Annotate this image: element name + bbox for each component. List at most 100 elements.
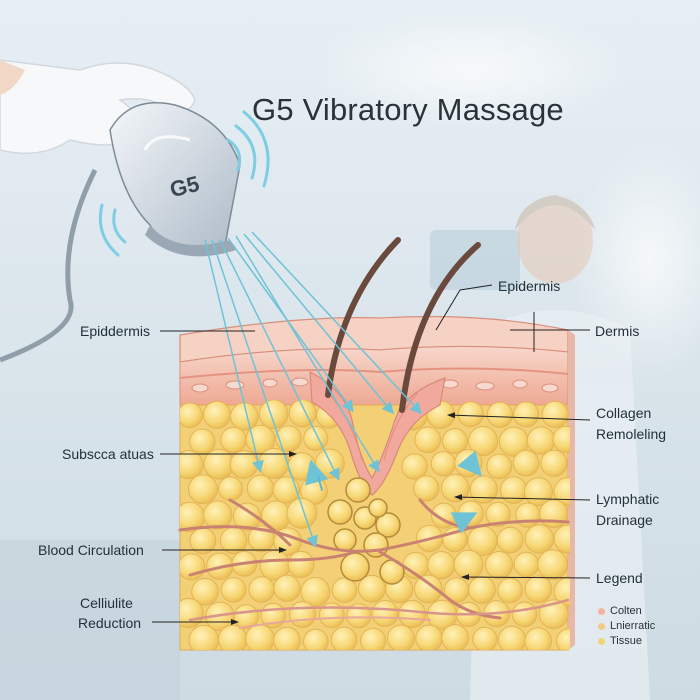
fat-cell [248, 576, 275, 603]
fat-cell [511, 601, 538, 628]
legend-item: Lnierratic [598, 620, 655, 632]
fat-cell [180, 402, 203, 428]
legend-text: Tissue [610, 635, 642, 647]
fat-cell [398, 600, 427, 628]
fat-cell [512, 449, 540, 477]
label-blood-circulation: Blood Circulation [38, 542, 144, 558]
leader-epidermis-top [459, 284, 493, 291]
dermis-layer [179, 345, 569, 406]
fat-cell [539, 499, 569, 529]
fat-cell [453, 549, 484, 580]
label-cellulite-line2: Reduction [78, 615, 142, 631]
fat-cell [497, 577, 523, 604]
background-blur-light [310, 10, 630, 130]
fat-cell [486, 401, 514, 428]
fat-cell [553, 576, 570, 607]
fat-cell [496, 526, 524, 554]
fat-cell [387, 624, 415, 650]
fat-cell [286, 497, 318, 529]
fat-cell [497, 625, 527, 650]
fat-cell [442, 428, 468, 454]
label-subcutaneous: Subscca atuas [62, 446, 154, 462]
legend-item: Colten [598, 605, 642, 617]
movement-arrows [305, 450, 482, 534]
fat-cell [330, 626, 358, 650]
fat-cell [430, 451, 456, 477]
leader-legend [461, 574, 591, 581]
fat-cell [318, 602, 345, 629]
fat-cell [524, 627, 552, 650]
label-lymphatic-line1: Lymphatic [596, 491, 660, 507]
label-lymphatic-line2: Drainage [596, 512, 653, 528]
label-legend: Legend [596, 570, 643, 586]
fat-cell [220, 426, 247, 454]
fat-cell [515, 502, 541, 528]
fat-cell [203, 500, 233, 530]
fat-cell [315, 448, 345, 479]
fat-cell [287, 550, 315, 578]
leader-epidermis-top-2 [435, 289, 461, 331]
fat-cell [360, 627, 387, 650]
fat-cell [289, 601, 316, 628]
label-cellulite-line1: Celliulite [80, 595, 133, 611]
leader-lines [152, 284, 591, 625]
fat-cell [537, 549, 568, 580]
fat-cell [300, 577, 331, 607]
fat-cell [553, 524, 570, 554]
fat-cell [441, 624, 469, 650]
fat-cell [513, 551, 540, 578]
fat-cell [427, 551, 456, 580]
fat-cell [468, 576, 496, 604]
fat-cell [553, 477, 570, 507]
fat-cell [180, 598, 204, 628]
fat-cell [414, 574, 443, 604]
fat-cell [303, 628, 329, 650]
fat-cell [556, 628, 570, 650]
fat-cell [484, 551, 514, 580]
fat-cell [440, 473, 470, 503]
fat-cell [346, 603, 372, 629]
fat-cell [414, 426, 442, 454]
fat-cell [538, 599, 569, 630]
fat-cell [275, 425, 302, 452]
fat-cell [499, 476, 528, 504]
fat-cell [524, 524, 555, 554]
fat-cell [486, 453, 513, 480]
legend-item: Tissue [598, 635, 642, 647]
fat-cell [303, 425, 329, 451]
fat-cell [401, 453, 428, 480]
legend-swatch [598, 607, 605, 615]
fat-cell [457, 401, 484, 428]
fat-cell [229, 450, 259, 479]
background-counter [0, 540, 180, 700]
fat-cell [288, 400, 317, 428]
fat-cell [468, 426, 499, 457]
fat-cell [188, 474, 218, 505]
label-epiddermis-left: Epiddermis [80, 323, 151, 339]
fat-cell [233, 502, 262, 531]
device-cable [0, 168, 98, 363]
fat-cell [552, 425, 570, 453]
fat-cell [469, 475, 498, 504]
fat-cell [258, 400, 289, 429]
g5-device [109, 102, 241, 257]
label-dermis: Dermis [595, 323, 640, 339]
fat-cell [331, 577, 358, 603]
glove-hand [0, 59, 196, 155]
fat-cell [524, 575, 553, 604]
label-collagen-line1: Collagen [596, 405, 652, 421]
vibration-beams [204, 231, 423, 548]
leader-lymphatic [454, 494, 591, 501]
fat-cell [220, 577, 247, 603]
fat-cell [541, 400, 569, 428]
label-collagen-line2: Remoleling [596, 426, 667, 442]
fat-cell [457, 500, 484, 527]
fat-cell [245, 624, 275, 650]
fat-cell [272, 476, 301, 504]
fat-cell [203, 400, 231, 429]
legend-swatch [598, 637, 605, 645]
vibration-waves-right [226, 110, 270, 188]
fat-cell [246, 474, 275, 502]
fat-cell [540, 449, 568, 477]
